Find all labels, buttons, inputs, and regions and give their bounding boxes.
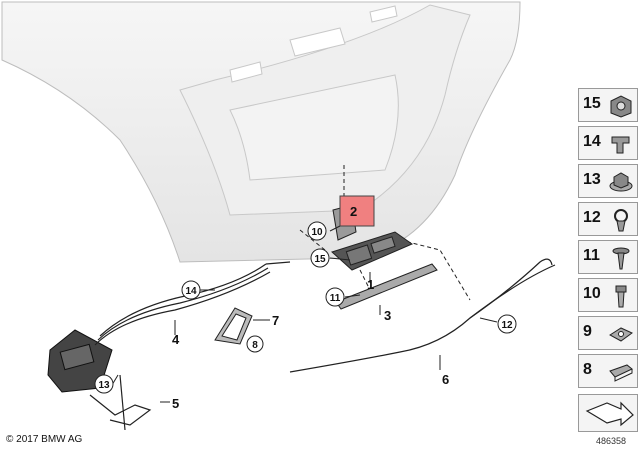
lock-assembly bbox=[331, 231, 414, 271]
callout-1: 1 bbox=[367, 277, 374, 292]
bolt-icon bbox=[615, 285, 627, 308]
circled-callout-8: 8 bbox=[246, 335, 264, 353]
svg-text:14: 14 bbox=[185, 286, 197, 297]
screw-icon bbox=[612, 247, 630, 270]
svg-text:11: 11 bbox=[330, 293, 341, 304]
callout-3: 3 bbox=[384, 308, 391, 323]
cable-clamp-icon bbox=[614, 209, 628, 232]
copyright-text: © 2017 BMW AG bbox=[6, 434, 83, 445]
panel-item-10: 10 bbox=[578, 278, 638, 312]
panel-item-8: 8 bbox=[578, 354, 638, 388]
actuator-motor bbox=[47, 329, 113, 393]
panel-item-12: 12 bbox=[578, 202, 638, 236]
reference-number: 486358 bbox=[596, 436, 627, 446]
circled-callout-14: 14 bbox=[181, 280, 201, 300]
flange-nut-icon bbox=[609, 172, 633, 192]
circled-callout-13: 13 bbox=[94, 374, 114, 394]
release-cable bbox=[289, 258, 556, 373]
circled-callout-11: 11 bbox=[325, 287, 345, 307]
svg-text:8: 8 bbox=[252, 340, 258, 351]
svg-text:10: 10 bbox=[311, 227, 323, 238]
svg-text:15: 15 bbox=[314, 254, 326, 265]
bowden-cables bbox=[94, 261, 291, 346]
panel-item-11: 11 bbox=[578, 240, 638, 274]
actuator-bracket bbox=[89, 374, 152, 431]
svg-text:12: 12 bbox=[501, 320, 513, 331]
callout-5: 5 bbox=[172, 396, 179, 411]
circled-callout-10: 10 bbox=[307, 221, 327, 241]
callout-7: 7 bbox=[272, 313, 279, 328]
panel-item-9: 9 bbox=[578, 316, 638, 350]
callout-6: 6 bbox=[442, 372, 449, 387]
svg-text:13: 13 bbox=[98, 380, 110, 391]
panel-item-arrow bbox=[578, 394, 638, 432]
clip-icon bbox=[611, 136, 630, 154]
callout-2: 2 bbox=[350, 204, 357, 219]
part-2-highlight bbox=[339, 195, 375, 227]
dashed-leaders bbox=[299, 165, 471, 301]
callout-4: 4 bbox=[172, 332, 180, 347]
panel-item-15: 15 bbox=[578, 88, 638, 122]
trunk-lid bbox=[1, 1, 521, 263]
trim-strip bbox=[335, 263, 438, 310]
panel-item-14: 14 bbox=[578, 126, 638, 160]
panel-item-13: 13 bbox=[578, 164, 638, 198]
spring-nut-icon bbox=[609, 327, 633, 342]
emergency-handle bbox=[214, 307, 253, 345]
clip-nut-icon bbox=[609, 364, 633, 382]
circled-callout-12: 12 bbox=[497, 314, 517, 334]
circled-callout-15: 15 bbox=[310, 248, 330, 268]
nut-icon bbox=[610, 95, 632, 118]
arrow-icon bbox=[585, 401, 634, 427]
